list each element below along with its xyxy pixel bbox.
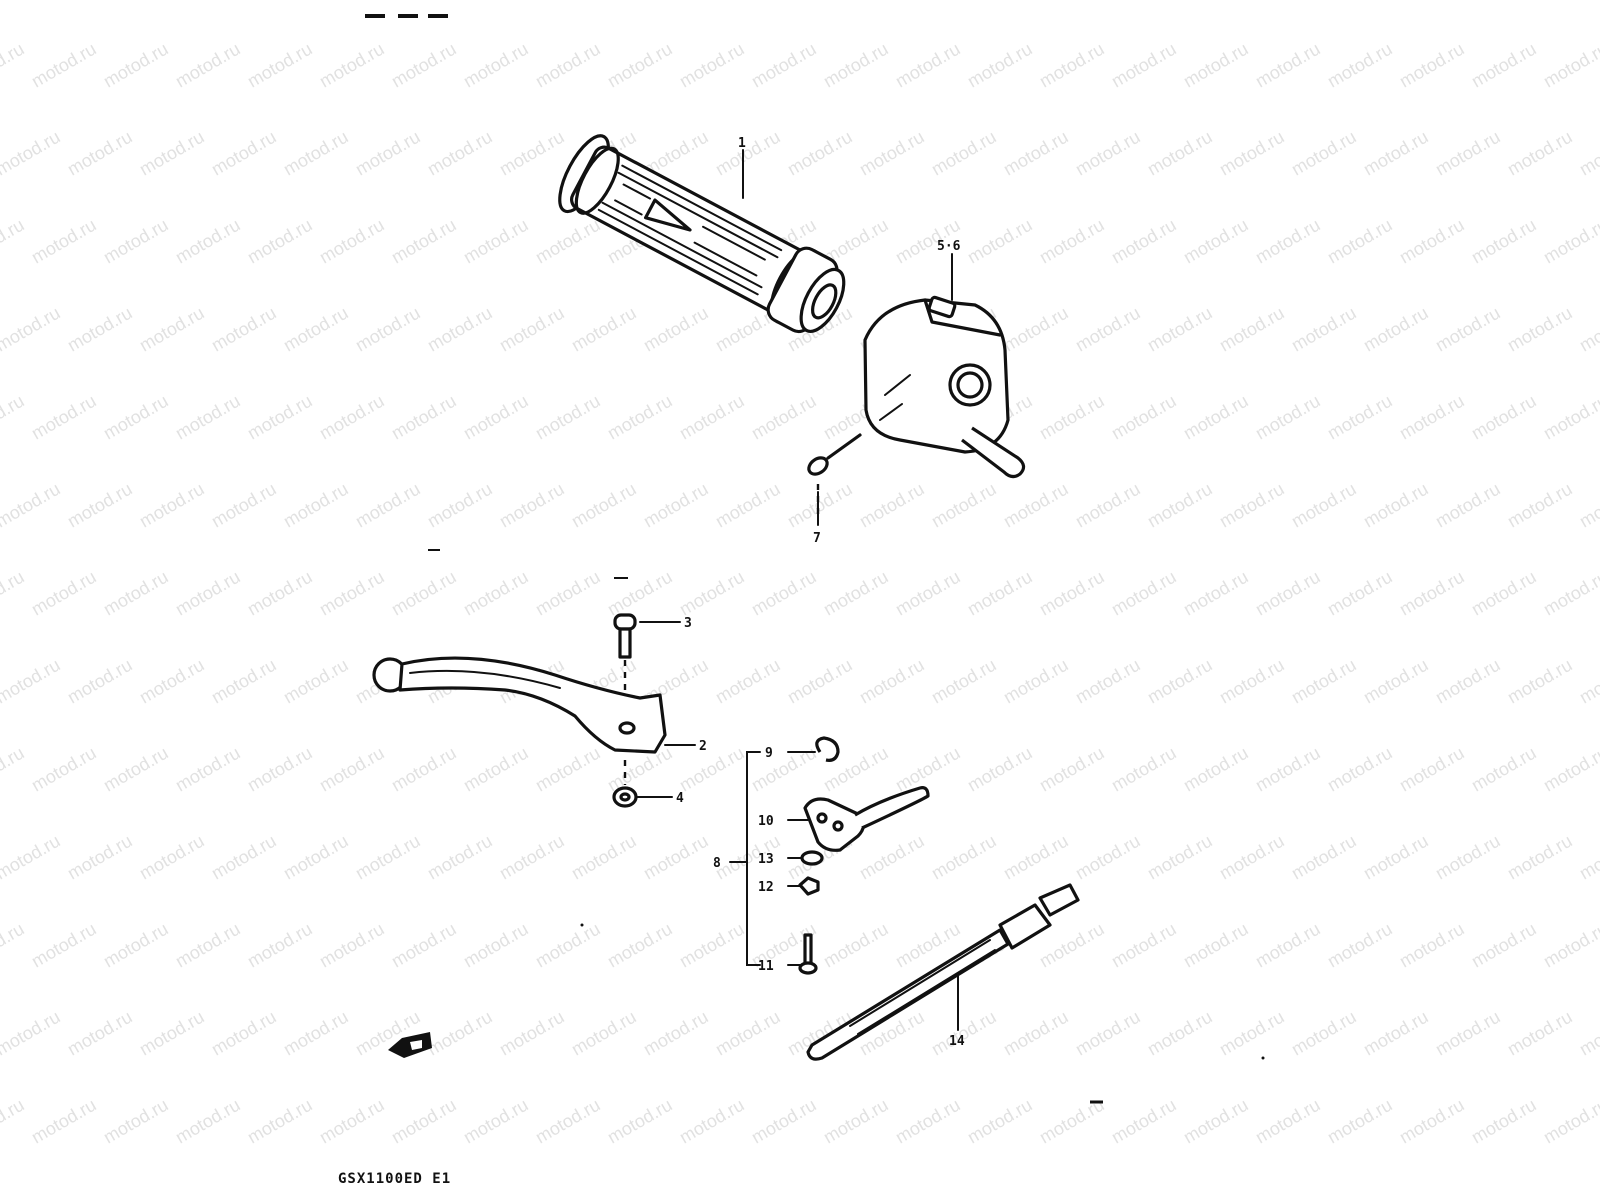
part-7-screw [807, 433, 862, 520]
callout-8: 8 [713, 856, 721, 871]
callout-1: 1 [738, 136, 746, 151]
front-direction-arrow-icon [388, 1032, 432, 1058]
callout-labels: 1 5·6 7 3 2 4 9 10 13 12 11 8 14 [676, 136, 965, 1049]
part-11-screw [798, 933, 818, 975]
callout-7: 7 [813, 531, 821, 546]
callout-4: 4 [676, 791, 684, 806]
callout-10: 10 [758, 814, 774, 829]
part-5-6-switch-housing [863, 295, 1026, 479]
part-12-nut [798, 876, 820, 896]
callout-5-6: 5·6 [937, 239, 961, 254]
part-10-switch [803, 786, 930, 852]
callout-2: 2 [699, 739, 707, 754]
part-4-nut [612, 760, 638, 808]
callout-12: 12 [758, 880, 774, 895]
leader-lines [636, 149, 959, 1031]
callout-14: 14 [949, 1034, 965, 1049]
part-9-clip [815, 736, 840, 762]
callout-3: 3 [684, 616, 692, 631]
callout-13: 13 [758, 852, 774, 867]
part-14-cable-tie [806, 883, 1080, 1061]
callout-11: 11 [758, 959, 774, 974]
part-2-lever [372, 656, 667, 754]
part-3-pivot-bolt [613, 613, 637, 720]
model-code-label: GSX1100ED E1 [338, 1171, 451, 1187]
part-1-handle-grip [558, 134, 846, 334]
print-marks [428, 549, 1265, 1104]
part-13-washer [800, 850, 824, 866]
callout-9: 9 [765, 746, 773, 761]
